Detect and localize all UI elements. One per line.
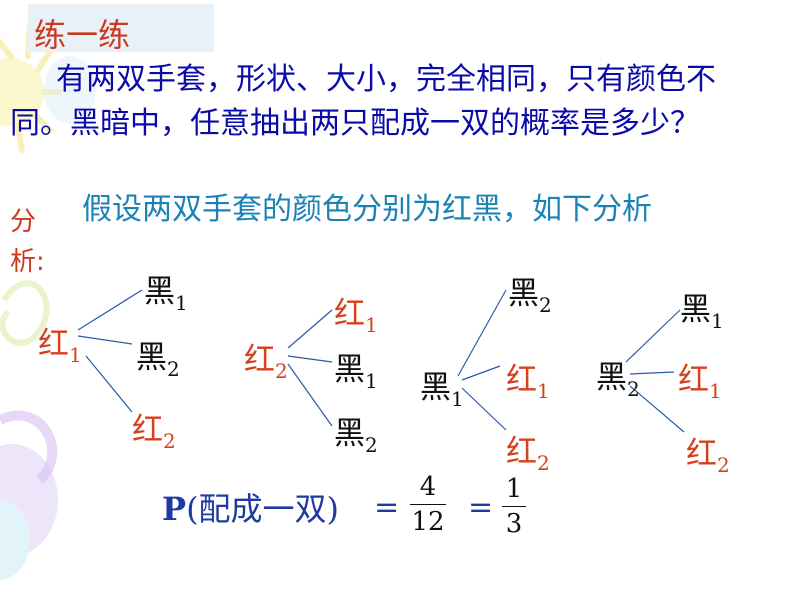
- tree-2-branch-2: [288, 356, 332, 362]
- tree-2-leaf-3: 黑2: [334, 408, 378, 457]
- tree-3-branch-1: [458, 290, 506, 376]
- tree-1-root: 红1: [38, 318, 82, 367]
- tree-1-branch-1: [78, 290, 142, 330]
- tree-2-root: 红2: [244, 334, 288, 383]
- tree-3-branch-3: [462, 388, 506, 430]
- tree-3-leaf-1: 黑2: [508, 268, 552, 317]
- tree-2-leaf-2: 黑1: [334, 344, 378, 393]
- fraction-2-numerator: 1: [502, 474, 526, 504]
- tree-1-branch-3: [86, 356, 132, 412]
- equals-sign-2: =: [468, 490, 493, 525]
- fraction-1-denominator: 12: [410, 507, 446, 537]
- equals-sign-1: =: [374, 490, 399, 525]
- tree-4-root: 黑2: [596, 352, 640, 401]
- fraction-1: 4 12: [410, 472, 446, 537]
- fraction-2-bar: [502, 506, 526, 507]
- tree-3-leaf-3: 红2: [506, 426, 550, 475]
- tree-2-branch-3: [288, 364, 332, 426]
- tree-3-leaf-2: 红1: [506, 354, 550, 403]
- tree-4-leaf-2: 红1: [678, 354, 722, 403]
- tree-3-branch-2: [462, 366, 500, 380]
- fraction-1-bar: [410, 504, 446, 505]
- formula-prefix: P: [162, 490, 186, 528]
- fraction-2: 1 3: [502, 474, 526, 539]
- tree-1-leaf-1: 黑1: [144, 266, 188, 315]
- formula-event: (配成一双): [186, 490, 339, 528]
- tree-1-leaf-2: 黑2: [136, 332, 180, 381]
- fraction-1-numerator: 4: [410, 472, 446, 502]
- tree-2-leaf-1: 红1: [334, 288, 378, 337]
- tree-2-branch-1: [288, 310, 332, 348]
- probability-formula: P(配成一双): [162, 484, 339, 530]
- tree-4-leaf-1: 黑1: [680, 284, 724, 333]
- tree-4-leaf-3: 红2: [686, 428, 730, 477]
- tree-1-branch-2: [78, 336, 132, 344]
- fraction-2-denominator: 3: [502, 509, 526, 539]
- tree-3-root: 黑1: [420, 362, 464, 411]
- tree-1-leaf-3: 红2: [132, 404, 176, 453]
